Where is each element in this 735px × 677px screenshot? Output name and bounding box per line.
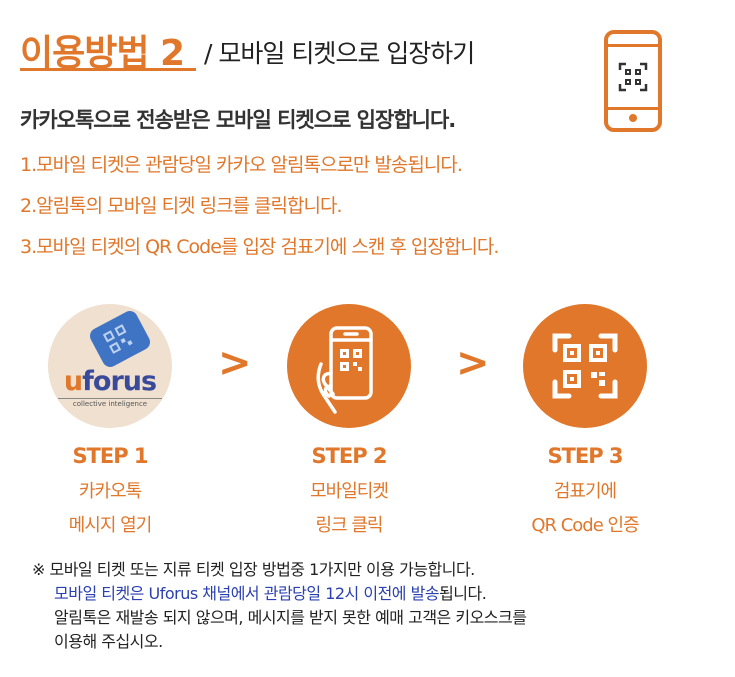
page-subtitle-inline: / 모바일 티켓으로 입장하기 (204, 39, 475, 68)
logo-letter-u: u (63, 366, 83, 397)
step-3-desc-line1: 검표기에 (553, 481, 617, 502)
step-1-desc-line1: 카카오톡 (78, 481, 142, 502)
uforus-logo-text: uforus (58, 366, 162, 397)
logo-letters-rest: forus (82, 366, 157, 397)
instruction-item-1: 1.모바일 티켓은 관람당일 카카오 알림톡으로만 발송됩니다. (20, 154, 463, 176)
phone-home-button (629, 114, 637, 122)
step-2-desc-line2: 링크 클릭 (315, 515, 384, 536)
qr-icon (102, 324, 133, 354)
step-2-description: 모바일티켓 링크 클릭 (269, 478, 429, 540)
arrow-icon: > (456, 340, 490, 386)
page-title: 이용방법 2 (20, 33, 185, 74)
instruction-list: 1.모바일 티켓은 관람당일 카카오 알림톡으로만 발송됩니다. 2.알림톡의 … (20, 152, 620, 275)
step-3-description: 검표기에 QR Code 인증 (505, 478, 665, 540)
step-1-desc-line2: 메시지 열기 (68, 515, 153, 536)
hand-phone-qr-icon (287, 304, 411, 428)
step-1-description: 카카오톡 메시지 열기 (30, 478, 190, 540)
notice-line-2: 모바일 티켓은 Uforus 채널에서 관람당일 12시 이전에 발송됩니다. (32, 582, 712, 606)
mobile-phone-qr-icon (604, 30, 662, 132)
section-subtitle: 카카오톡으로 전송받은 모바일 티켓으로 입장합니다. (20, 108, 456, 132)
instruction-item-3: 3.모바일 티켓의 QR Code를 입장 검표기에 스캔 후 입장합니다. (20, 236, 499, 258)
qr-icon (618, 62, 648, 92)
step-flow: uforus collective inteligence > (0, 300, 735, 540)
step-1-label: STEP 1 (72, 444, 148, 468)
qr-scan-frame-icon (552, 333, 618, 399)
ticket-icon (87, 308, 153, 370)
arrow-icon: > (218, 340, 252, 386)
step-2-label: STEP 2 (311, 444, 387, 468)
step-3-desc-line2: QR Code 인증 (531, 515, 639, 536)
notice-line-4: 이용해 주십시오. (54, 632, 163, 651)
qr-scan-icon (523, 304, 647, 428)
notice-line-3: 알림톡은 재발송 되지 않으며, 메시지를 받지 못한 예매 고객은 키오스크를 (54, 608, 527, 627)
step-2-desc-line1: 모바일티켓 (310, 481, 389, 502)
instruction-item-2: 2.알림톡의 모바일 티켓 링크를 클릭합니다. (20, 195, 343, 217)
notice-line-2-rest: 됩니다. (439, 584, 487, 603)
phone-screen-bottom-line (608, 107, 658, 110)
header: 이용방법 2 / 모바일 티켓으로 입장하기 (20, 24, 580, 74)
step-3-label: STEP 3 (547, 444, 623, 468)
hand-phone-icon (316, 326, 373, 414)
logo-tagline: collective inteligence (58, 398, 162, 408)
title-underline (20, 68, 196, 71)
phone-screen-top-line (608, 44, 658, 47)
notice-highlight: 모바일 티켓은 Uforus 채널에서 관람당일 12시 이전에 발송 (54, 584, 440, 603)
notice-box: ※ 모바일 티켓 또는 지류 티켓 입장 방법중 1가지만 이용 가능합니다. … (32, 558, 712, 654)
notice-line-1: ※ 모바일 티켓 또는 지류 티켓 입장 방법중 1가지만 이용 가능합니다. (32, 560, 475, 579)
uforus-ticket-logo: uforus collective inteligence (48, 304, 172, 428)
